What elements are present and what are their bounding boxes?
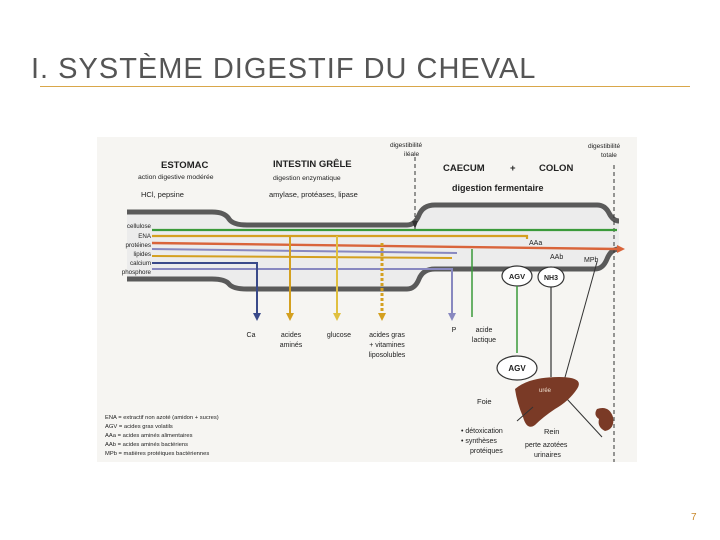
legend-line-mpb: MPb = matières protéiques bactériennes — [105, 451, 209, 457]
total-digestibility-line1: digestibilité — [588, 143, 621, 150]
output-amino-line2: aminés — [280, 342, 303, 349]
input-label-cellulose: cellulose — [127, 223, 152, 230]
lipid-absorption-arrow — [378, 313, 386, 321]
kidney-output-line2: urinaires — [534, 452, 561, 459]
agv-blood-bubble — [496, 355, 538, 381]
legend-line-agv: AGV = acides gras volatils — [105, 424, 173, 430]
liver-function-line1: • détoxication — [461, 428, 503, 435]
ileal-digestibility-line2: iléale — [404, 151, 420, 158]
output-ca: Ca — [247, 332, 256, 339]
estomac-detail: HCl, pepsine — [141, 190, 184, 199]
label-aaa: AAa — [529, 240, 542, 247]
input-label-proteines: protéines — [126, 242, 151, 249]
lipides-secondary-line — [151, 255, 453, 259]
output-fatty-line3: liposolubles — [369, 352, 406, 359]
lipides-flow-line — [151, 248, 458, 254]
title-underline — [40, 86, 690, 87]
output-glucose: glucose — [327, 332, 351, 339]
total-digestibility-line2: totale — [601, 152, 617, 159]
label-rein: Rein — [544, 427, 559, 436]
legend-line-aab: AAb = acides aminés bactériens — [105, 442, 188, 448]
estomac-title: ESTOMAC — [161, 160, 208, 171]
liver-shape — [515, 377, 579, 427]
kidney-shape — [595, 408, 614, 431]
intestin-detail: amylase, protéases, lipase — [269, 190, 358, 199]
proteines-flow-arrow — [617, 245, 625, 253]
phosphorus-absorption-arrow — [448, 313, 456, 321]
output-lactic-line2: lactique — [472, 337, 496, 344]
label-mpb: MPb — [584, 257, 599, 264]
kidney-output-line1: perte azotées — [525, 442, 568, 449]
ileal-digestibility-line1: digestibilité — [390, 142, 423, 149]
label-aab: AAb — [550, 254, 563, 261]
liver-kidney-line — [566, 398, 603, 438]
mpb-liver-line — [558, 261, 598, 400]
fermentation-label: digestion fermentaire — [452, 183, 544, 193]
digestive-tube-lower-wall — [127, 246, 620, 292]
liver-function-line2: • synthèses — [461, 438, 497, 445]
plus-sign: + — [510, 163, 516, 174]
amino-absorption-arrow — [286, 313, 294, 321]
ileal-marker-arrow — [412, 221, 418, 229]
legend-line-aaa: AAa = acides aminés alimentaires — [105, 433, 193, 439]
output-agv: AGV — [508, 364, 526, 373]
label-nh3-bubble: NH3 — [544, 275, 558, 282]
glucose-absorption-arrow — [333, 313, 341, 321]
caecum-title: CAECUM — [443, 163, 485, 174]
output-lactic-line1: acide — [476, 327, 493, 334]
output-fatty-line1: acides gras — [369, 332, 405, 339]
calcium-absorption-arrow — [253, 313, 261, 321]
intestin-subtitle: digestion enzymatique — [273, 175, 341, 182]
label-uree: urée — [539, 388, 552, 394]
input-label-lipides: lipides — [133, 251, 151, 258]
label-agv-bubble: AGV — [509, 272, 525, 281]
input-label-phosphore: phosphore — [122, 269, 152, 276]
slide-number: 7 — [691, 512, 697, 523]
legend-line-ena: ENA = extractif non azoté (amidon + sucr… — [105, 415, 219, 421]
liver-pointer-line — [516, 406, 534, 422]
input-label-ena: ENA — [138, 233, 152, 240]
input-label-calcium: calcium — [130, 260, 151, 267]
ena-flow-line — [152, 234, 529, 239]
liver-function-line3: protéiques — [470, 448, 503, 455]
proteines-flow-line — [151, 241, 618, 251]
colon-title: COLON — [539, 163, 573, 174]
estomac-subtitle: action digestive modérée — [138, 174, 214, 181]
digestive-system-diagram: ESTOMAC action digestive modérée HCl, pe… — [97, 137, 637, 462]
output-fatty-line2: + vitamines — [369, 342, 405, 349]
label-foie: Foie — [477, 397, 492, 406]
slide-title: I. SYSTÈME DIGESTIF DU CHEVAL — [31, 53, 537, 85]
intestin-title: INTESTIN GRÊLE — [273, 158, 352, 170]
digestive-tube-upper-wall — [127, 202, 620, 228]
diagram-background — [97, 137, 637, 462]
output-p: P — [452, 327, 457, 334]
output-amino-line1: acides — [281, 332, 302, 339]
